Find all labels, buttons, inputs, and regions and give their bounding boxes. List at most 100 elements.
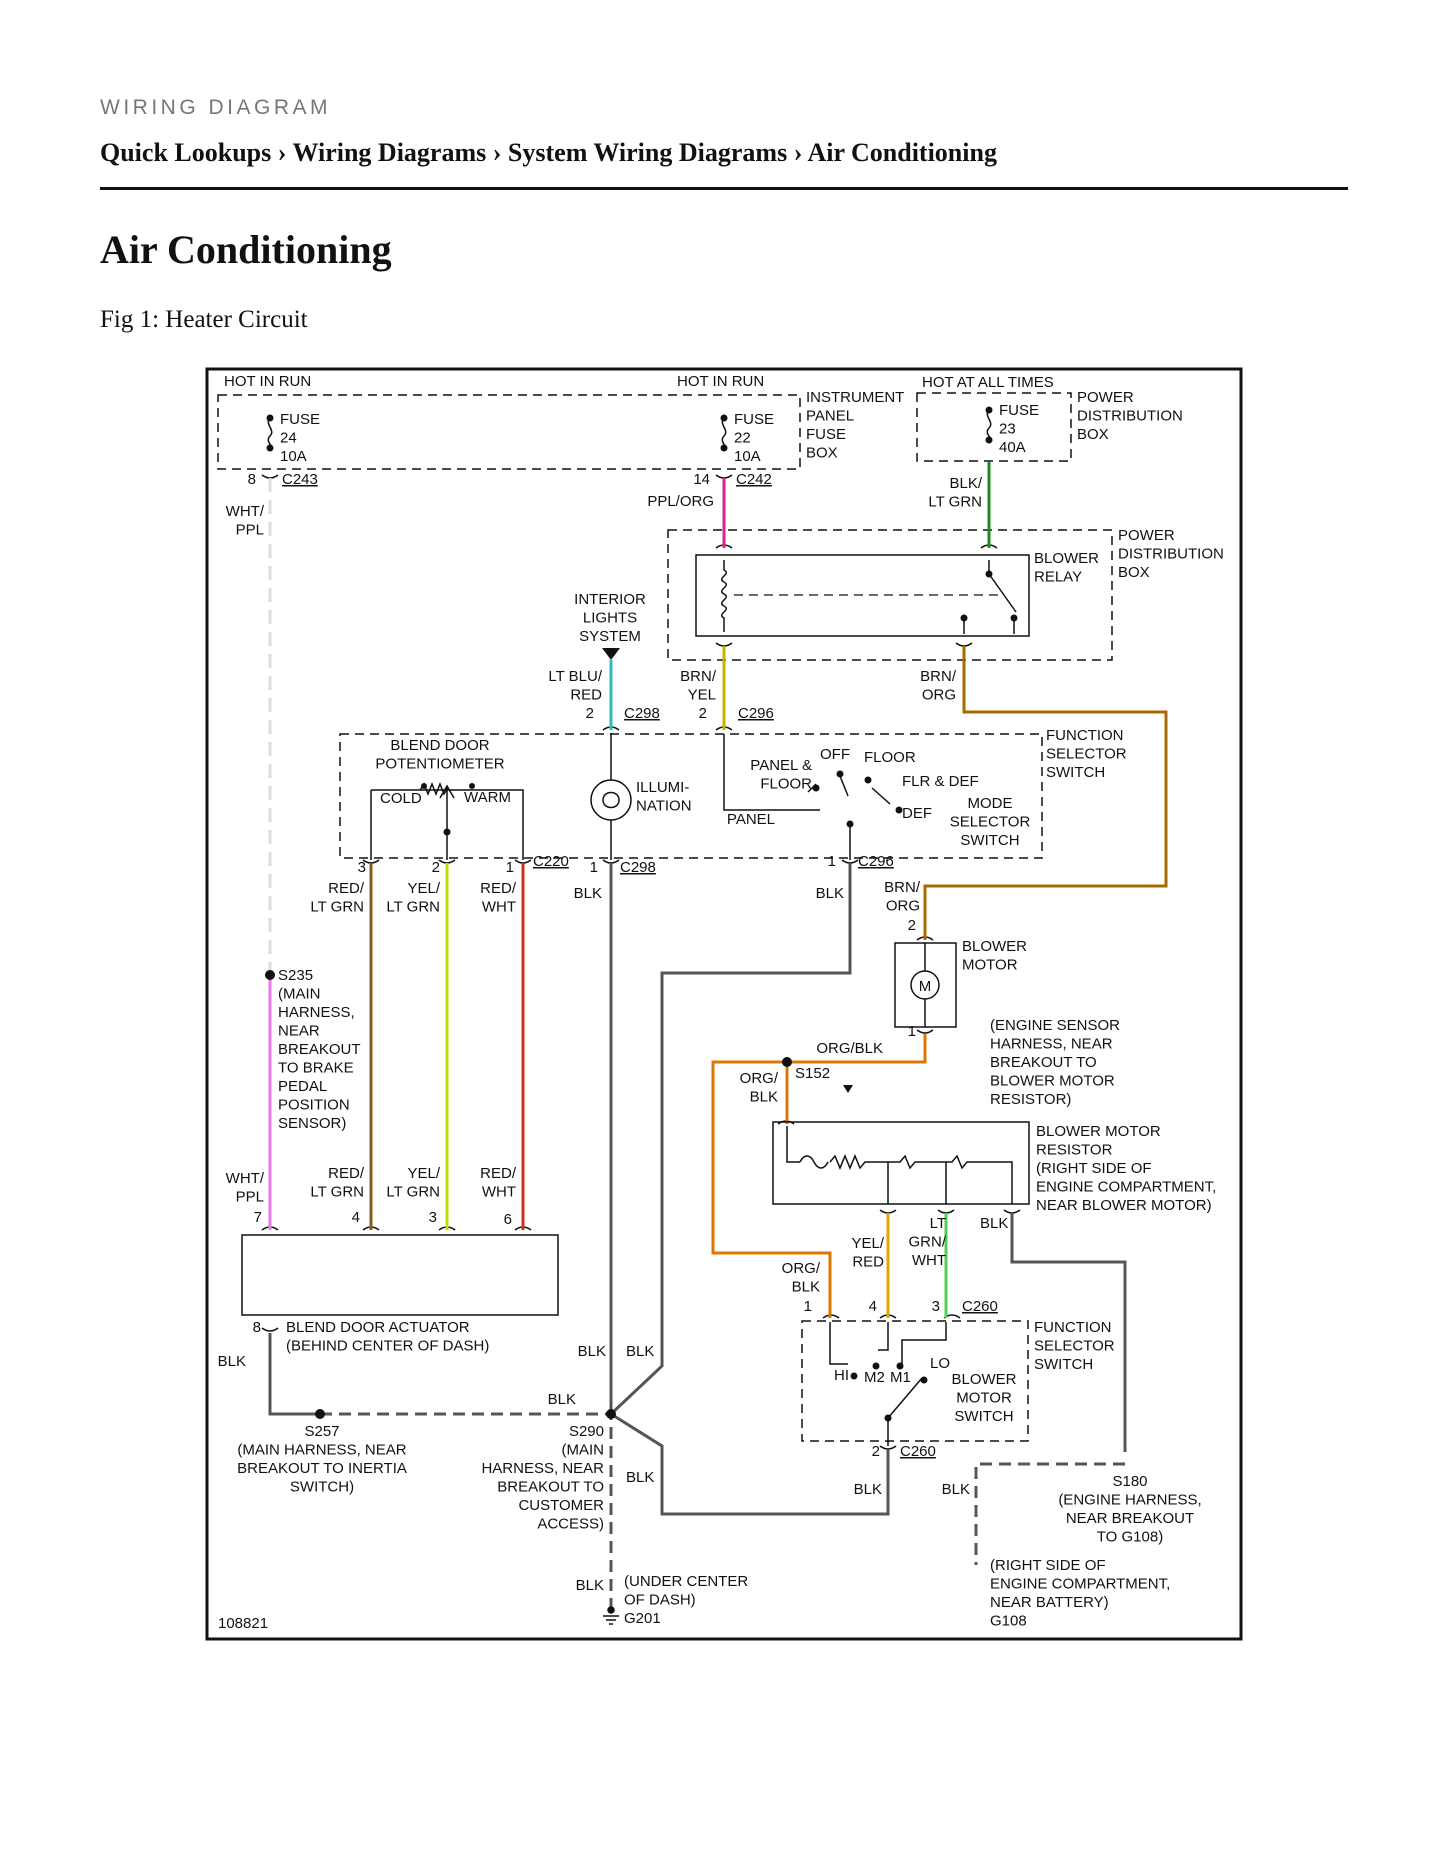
label-pin2b: 2 [699, 705, 707, 722]
label-pin2a: 2 [586, 705, 594, 722]
label-wht-ppl-2-line-2: PPL [236, 1189, 264, 1206]
label-interior-lights-line-1: INTERIOR [574, 591, 646, 608]
label-brn-yel-line-2: YEL [688, 687, 716, 704]
label-s257-line-1: S257 [304, 1423, 339, 1440]
label-pin2c: 2 [432, 859, 440, 876]
label-ip-fuse-box-line-4: BOX [806, 445, 838, 462]
label-blend-pot-line-2: POTENTIOMETER [375, 756, 504, 773]
breadcrumb-system-wiring-diagrams[interactable]: System Wiring Diagrams [507, 138, 788, 167]
label-org-blk-3-line-2: BLK [792, 1279, 820, 1296]
figure-caption: Fig 1: Heater Circuit [100, 306, 308, 333]
label-red-wht-2-line-1: RED/ [480, 1165, 517, 1182]
breadcrumb-wiring-diagrams[interactable]: Wiring Diagrams [292, 138, 487, 167]
label-pin7: 7 [254, 1209, 262, 1226]
label-bm-resistor-line-4: ENGINE COMPARTMENT, [1036, 1179, 1216, 1196]
label-actuator-line-2: (BEHIND CENTER OF DASH) [286, 1338, 489, 1355]
label-interior-lights-line-2: LIGHTS [583, 610, 637, 627]
label-org-blk-1: ORG/BLK [816, 1040, 883, 1057]
label-blk-10: BLK [942, 1481, 970, 1498]
breadcrumb-separator: › [277, 138, 287, 167]
label-eng-sensor-line-3: BREAKOUT TO [990, 1054, 1097, 1071]
label-c298a: C298 [624, 705, 660, 722]
label-pin3a: 3 [358, 859, 366, 876]
label-panel-floor-line-2: FLOOR [760, 776, 812, 793]
label-yel-lt-grn-2-line-1: YEL/ [407, 1165, 440, 1182]
label-floor: FLOOR [864, 749, 916, 766]
label-s180-line-3: NEAR BREAKOUT [1066, 1510, 1194, 1527]
label-func-switch-1-line-2: SELECTOR [1046, 746, 1127, 763]
label-func-switch-2-line-1: FUNCTION [1034, 1319, 1112, 1336]
label-blk-1: BLK [574, 885, 602, 902]
label-c296b: C296 [858, 853, 894, 870]
interior-lights-arrow [602, 648, 620, 660]
label-s180-line-2: (ENGINE HARNESS, [1058, 1492, 1201, 1509]
label-org-blk-2-line-1: ORG/ [740, 1070, 779, 1087]
wire-blk-actuator [268, 1333, 320, 1416]
label-pin1d: 1 [908, 1023, 916, 1040]
label-fuse22-line-3: 10A [734, 448, 761, 465]
diagram-frame [205, 367, 1243, 1641]
label-mode-switch-line-2: SELECTOR [950, 814, 1031, 831]
label-hot-run-1: HOT IN RUN [224, 373, 311, 390]
label-lo: LO [930, 1355, 950, 1372]
label-blk-8: BLK [626, 1469, 654, 1486]
label-lt-grn-wht-line-3: WHT [912, 1252, 946, 1269]
label-pin1c: 1 [828, 853, 836, 870]
label-org-blk-2-line-2: BLK [750, 1089, 778, 1106]
label-panel: PANEL [727, 811, 775, 828]
label-blend-pot-line-1: BLEND DOOR [390, 737, 489, 754]
breadcrumb-air-conditioning[interactable]: Air Conditioning [807, 138, 997, 167]
label-c260b: C260 [900, 1443, 936, 1460]
label-s290-line-2: (MAIN [562, 1442, 605, 1459]
label-yel-lt-grn-2-line-2: LT GRN [386, 1184, 440, 1201]
label-g201-line-2: OF DASH) [624, 1592, 696, 1609]
document-type-label: WIRING DIAGRAM [100, 96, 331, 119]
breadcrumb-quick-lookups[interactable]: Quick Lookups [100, 138, 272, 167]
fuse-23-symbol [986, 409, 992, 441]
label-c220: C220 [533, 853, 569, 870]
label-blower-relay-line-1: BLOWER [1034, 550, 1099, 567]
label-c243: C243 [282, 471, 318, 488]
label-bm-switch-line-2: MOTOR [956, 1390, 1012, 1407]
label-func-switch-1-line-3: SWITCH [1046, 764, 1105, 781]
label-ip-fuse-box-line-2: PANEL [806, 408, 854, 425]
fuse-24-symbol [267, 417, 273, 449]
label-pin1a: 1 [506, 859, 514, 876]
label-pdb-1-line-3: BOX [1077, 426, 1109, 443]
label-blk-9: BLK [854, 1481, 882, 1498]
splice-s257 [315, 1409, 325, 1419]
label-yel-lt-grn-1-line-2: LT GRN [386, 899, 440, 916]
label-s235-line-3: HARNESS, [278, 1004, 355, 1021]
label-c296a: C296 [738, 705, 774, 722]
label-bm-switch-line-1: BLOWER [951, 1371, 1016, 1388]
label-pdb-2-line-3: BOX [1118, 564, 1150, 581]
label-eng-sensor-line-5: RESISTOR) [990, 1091, 1071, 1108]
blower-motor-resistor [772, 1121, 1030, 1205]
label-c260a: C260 [962, 1298, 998, 1315]
label-red-lt-grn-1-line-1: RED/ [328, 880, 365, 897]
label-pdb-2-line-1: POWER [1118, 527, 1175, 544]
label-pin14: 14 [693, 471, 710, 488]
wire-org-blk-switch [711, 1060, 832, 1318]
blower-relay [695, 554, 1030, 637]
label-pin1e: 1 [804, 1298, 812, 1315]
wire-blk-switch-ground [610, 1412, 890, 1516]
label-m2: M2 [864, 1369, 885, 1386]
label-cold: COLD [380, 790, 422, 807]
label-fuse24-line-1: FUSE [280, 411, 320, 428]
label-yel-lt-grn-1-line-1: YEL/ [407, 880, 440, 897]
label-red-wht-1-line-2: WHT [482, 899, 516, 916]
instrument-panel-fuse-box [217, 394, 801, 470]
wire-blk-switch [609, 863, 852, 1416]
power-distribution-box-fuse [916, 392, 1072, 462]
breadcrumb-separator: › [492, 138, 502, 167]
label-g201-line-3: G201 [624, 1610, 661, 1627]
label-hi: HI [834, 1367, 849, 1384]
power-distribution-box-relay [667, 529, 1113, 661]
label-blk-5: BLK [578, 1343, 606, 1360]
label-warm: WARM [464, 789, 511, 806]
label-s235-line-9: SENSOR) [278, 1115, 346, 1132]
label-fuse23-line-1: FUSE [999, 402, 1039, 419]
label-yel-red-line-2: RED [852, 1254, 884, 1271]
